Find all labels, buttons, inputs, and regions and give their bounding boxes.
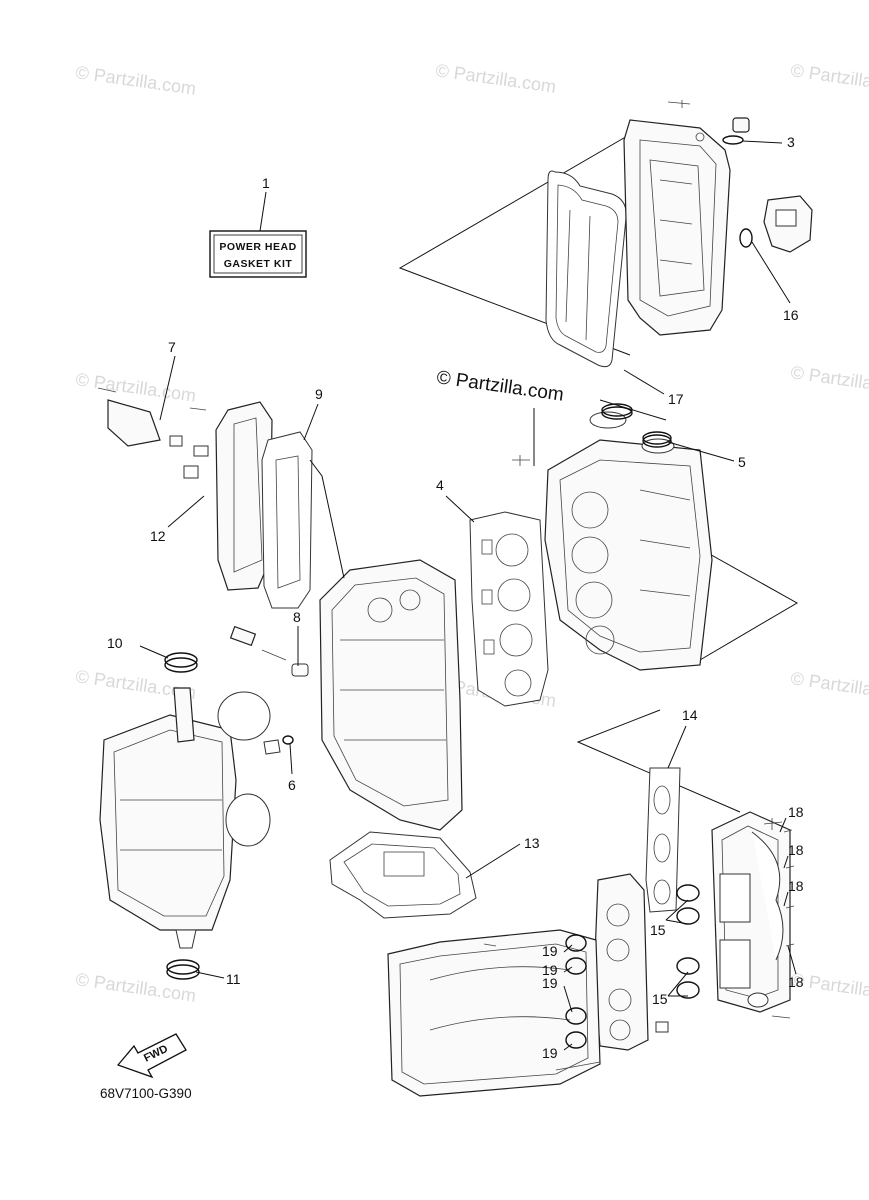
callout-18c: 18 bbox=[788, 878, 804, 894]
watermark-text: © Partzilla.com bbox=[789, 60, 869, 97]
callout-3: 3 bbox=[787, 134, 795, 150]
oil-filler-cap bbox=[722, 117, 750, 145]
crankcase bbox=[99, 687, 271, 949]
callout-12: 12 bbox=[150, 528, 166, 544]
leader-lines bbox=[139, 140, 797, 1051]
callout-19b: 19 bbox=[542, 962, 558, 978]
center-watermark: © Partzilla.com bbox=[435, 367, 565, 406]
callout-15b: 15 bbox=[652, 991, 668, 1007]
cylinder-block bbox=[319, 559, 463, 831]
callout-9: 9 bbox=[315, 386, 323, 402]
callout-numbers: 1 3 16 17 5 4 7 9 12 8 10 6 11 13 14 15 … bbox=[107, 134, 804, 1061]
callout-4: 4 bbox=[436, 477, 444, 493]
gasket-kit-label: POWER HEAD GASKET KIT bbox=[209, 230, 307, 278]
callout-16: 16 bbox=[783, 307, 799, 323]
watermark-text: © Partzilla.com bbox=[789, 668, 869, 705]
o-rings bbox=[565, 884, 700, 1049]
small-gaskets bbox=[783, 829, 795, 947]
callout-19c: 19 bbox=[542, 975, 558, 991]
callout-13: 13 bbox=[524, 835, 540, 851]
callout-6: 6 bbox=[288, 777, 296, 793]
gasket-kit-label-line2: GASKET KIT bbox=[224, 258, 293, 270]
callout-19a: 19 bbox=[542, 943, 558, 959]
callout-10: 10 bbox=[107, 635, 123, 651]
cam-sensor bbox=[739, 195, 813, 253]
exhaust-cover bbox=[97, 387, 313, 609]
callout-7: 7 bbox=[168, 339, 176, 355]
callout-18b: 18 bbox=[788, 842, 804, 858]
watermark-text: © Partzilla.com bbox=[434, 60, 557, 97]
callout-8: 8 bbox=[293, 609, 301, 625]
cylinder-head bbox=[512, 411, 713, 671]
callout-15a: 15 bbox=[650, 922, 666, 938]
diagram-code: 68V7100-G390 bbox=[100, 1086, 192, 1101]
rocker-cover bbox=[623, 100, 731, 336]
callout-17: 17 bbox=[668, 391, 684, 407]
oil-seals bbox=[601, 403, 672, 448]
watermark-text: © Partzilla.com bbox=[74, 969, 197, 1006]
intake-manifold bbox=[711, 811, 791, 1019]
exhaust-guide-gasket bbox=[329, 831, 477, 919]
gasket-kit-label-line1: POWER HEAD bbox=[219, 241, 296, 253]
head-gasket bbox=[469, 511, 549, 707]
callout-11: 11 bbox=[226, 971, 241, 987]
watermark-text: © Partzilla.com bbox=[74, 62, 197, 99]
callout-18d: 18 bbox=[788, 974, 804, 990]
watermark-text: © Partzilla.com bbox=[789, 362, 869, 399]
callout-1: 1 bbox=[262, 175, 270, 191]
fwd-arrow: FWD bbox=[116, 1033, 187, 1079]
callout-14: 14 bbox=[682, 707, 698, 723]
thermostat-parts bbox=[229, 625, 309, 755]
crank-oil-seals bbox=[164, 652, 200, 980]
callout-19d: 19 bbox=[542, 1045, 558, 1061]
rocker-cover-gasket bbox=[545, 170, 627, 368]
intake-gasket bbox=[645, 767, 681, 913]
callout-5: 5 bbox=[738, 454, 746, 470]
watermark-text: © Partzilla.com bbox=[74, 369, 197, 406]
intake-silencer bbox=[387, 929, 601, 1097]
callout-18a: 18 bbox=[788, 804, 804, 820]
